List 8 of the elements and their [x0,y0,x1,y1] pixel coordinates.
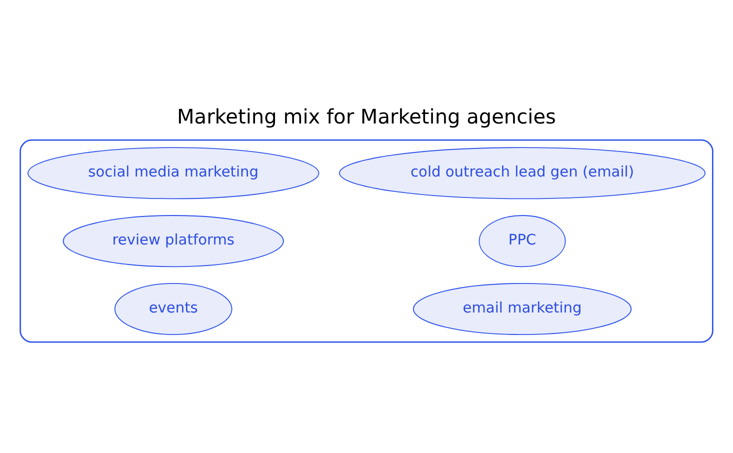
diagram-title: Marketing mix for Marketing agencies [177,104,556,128]
node-ellipse: social media marketing [28,147,320,200]
node-ellipse: PPC [478,215,566,268]
node-ellipse: events [114,283,232,336]
cluster [20,139,714,343]
node-ellipse: cold outreach lead gen (email) [339,147,706,200]
node-ellipse: review platforms [62,215,284,268]
node-ellipse: email marketing [412,283,632,336]
